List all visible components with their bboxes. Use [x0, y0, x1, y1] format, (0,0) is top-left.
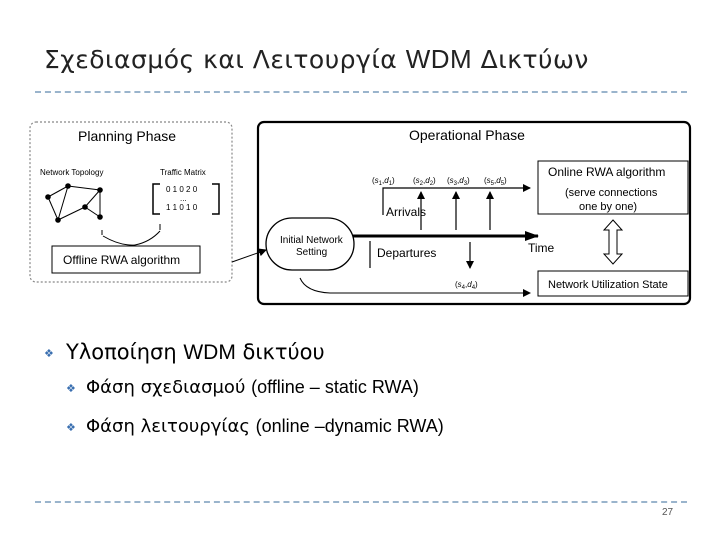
- bullet-sub-2-greek: Φάση λειτουργίας: [86, 416, 250, 437]
- arrival-connection-labels: (s1,d1) (s2,d2) (s3,d3) (s5,d5): [372, 176, 507, 187]
- bullet-main-greek-tail: δικτύου: [242, 340, 325, 364]
- bullet-sub-2: ❖ Φάση λειτουργίας (online –dynamic RWA): [66, 416, 444, 437]
- arrivals-arrow: Arrivals: [382, 184, 531, 230]
- bottom-divider: [35, 501, 687, 503]
- utilization-state-label: Network Utilization State: [548, 279, 668, 291]
- time-label: Time: [528, 241, 555, 255]
- bullet-marker-icon: ❖: [44, 346, 54, 360]
- planning-phase-panel: Planning Phase Network Topology Traffic …: [29, 121, 233, 283]
- title-greek-2: Δικτύων: [480, 45, 589, 74]
- page-number: 27: [662, 507, 674, 518]
- bullet-main: ❖ Υλοποίηση WDM δικτύου: [44, 340, 325, 365]
- departures-label: Departures: [377, 246, 436, 260]
- conn-label-4: (s4,d4): [455, 280, 478, 291]
- matrix-row-1: 0 1 0 2 0: [166, 185, 198, 194]
- bullet-sub-1-greek: Φάση σχεδιασμού: [86, 377, 246, 398]
- initial-network-setting: Initial Network Setting: [231, 217, 355, 271]
- top-divider: [35, 91, 687, 93]
- wdm-phases-diagram: Planning Phase Network Topology Traffic …: [29, 120, 692, 306]
- title-greek-1: Σχεδιασμός και Λειτουργία: [44, 45, 398, 74]
- serve-connections-line2: one by one): [579, 201, 637, 213]
- bullet-marker-icon: ❖: [66, 420, 76, 434]
- initial-setting-box: [265, 217, 355, 271]
- online-algorithm-label: Online RWA algorithm: [548, 165, 665, 179]
- bidirectional-arrow: [602, 219, 624, 265]
- conn-label-2: (s2,d2): [413, 176, 436, 187]
- matrix-row-2: 1 1 0 1 0: [166, 203, 198, 212]
- operational-phase-panel: Operational Phase Online RWA algorithm (…: [256, 120, 692, 306]
- arrivals-label: Arrivals: [386, 205, 426, 219]
- offline-algorithm-label: Offline RWA algorithm: [63, 253, 180, 267]
- network-topology-label: Network Topology: [40, 168, 103, 177]
- conn-label-3: (s3,d3): [447, 176, 470, 187]
- planning-funnel: [101, 224, 161, 246]
- offline-algorithm-box: [51, 245, 201, 274]
- bullet-sub-2-latin: (online –dynamic RWA): [255, 416, 444, 436]
- traffic-matrix-label: Traffic Matrix: [160, 168, 206, 177]
- utilization-state-box: [537, 270, 689, 297]
- feedback-loop: [299, 277, 531, 297]
- online-algorithm-box: [537, 160, 689, 215]
- bullet-sub-1: ❖ Φάση σχεδιασμού (offline – static RWA): [66, 377, 419, 398]
- topology-nodes: [45, 183, 103, 223]
- planning-title: Planning Phase: [78, 128, 176, 144]
- conn-label-1: (s1,d1): [372, 176, 395, 187]
- bullet-sub-1-latin: (offline – static RWA): [251, 377, 419, 397]
- operational-title: Operational Phase: [409, 127, 525, 143]
- serve-connections-line1: (serve connections: [565, 187, 658, 199]
- initial-setting-line1: Initial Network: [280, 235, 344, 246]
- initial-setting-line2: Setting: [296, 247, 327, 258]
- bullet-marker-icon: ❖: [66, 381, 76, 395]
- bullet-main-greek: Υλοποίηση: [66, 340, 177, 364]
- title-latin: WDM: [405, 44, 473, 74]
- traffic-matrix: 0 1 0 2 0 ... 1 1 0 1 0: [152, 183, 220, 215]
- departures-arrow: Departures (s4,d4): [369, 241, 478, 291]
- bullet-main-latin: WDM: [183, 341, 236, 364]
- matrix-dots: ...: [180, 194, 187, 203]
- topology-graph: [47, 185, 101, 221]
- conn-label-5: (s5,d5): [484, 176, 507, 187]
- planning-frame: [29, 121, 233, 283]
- slide-title: Σχεδιασμός και Λειτουργία WDM Δικτύων: [44, 44, 589, 75]
- time-axis: Time: [346, 231, 555, 255]
